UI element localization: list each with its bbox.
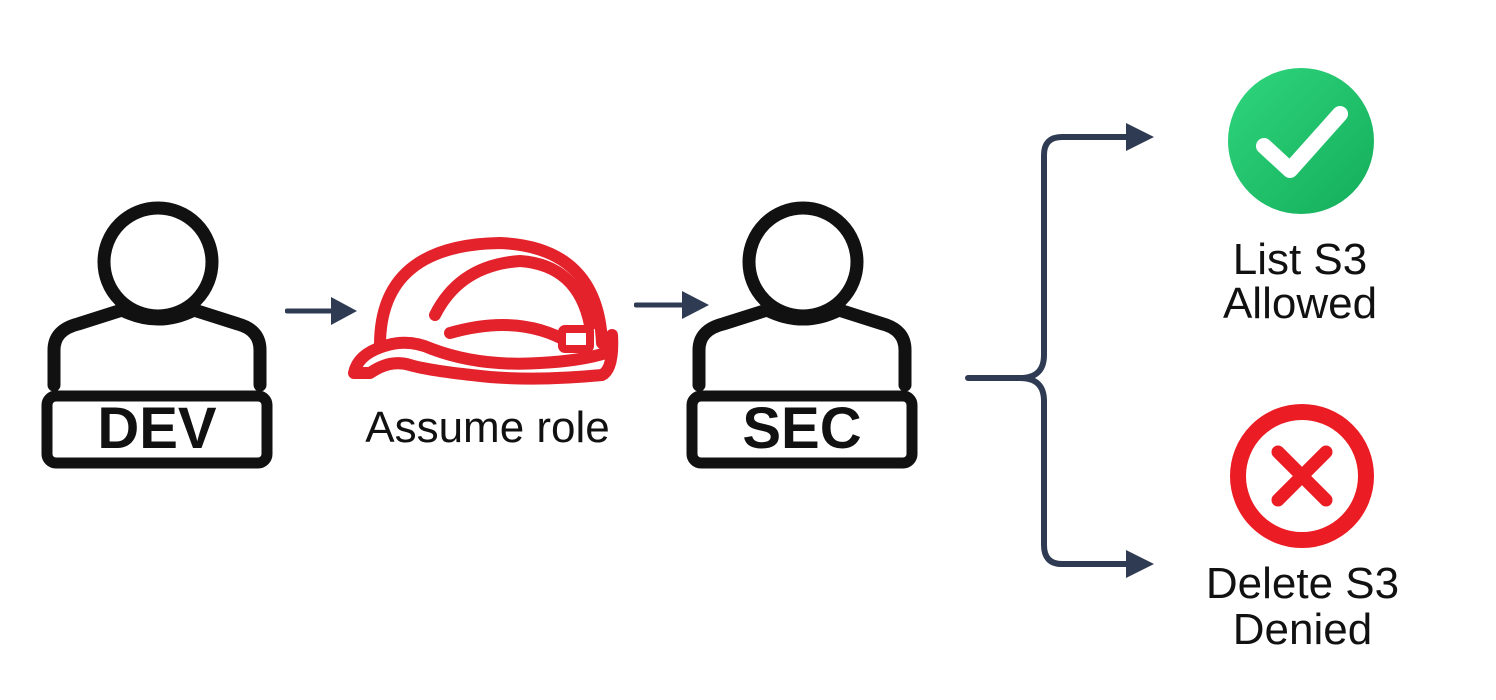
denied-line1: Delete S3 [1205,559,1400,608]
dev-user-icon [41,201,273,469]
check-circle-icon [1228,68,1374,214]
arrow-dev-to-role [285,297,357,325]
x-circle-icon [1230,404,1374,548]
hard-hat-icon [348,237,619,385]
assume-role-caption: Assume role [365,403,610,452]
denied-line2: Denied [1232,605,1373,654]
sec-user-icon [686,201,918,469]
arrow-role-to-sec [634,291,709,319]
sec-label: SEC [742,396,862,461]
allowed-line2: Allowed [1222,279,1378,328]
dev-label: DEV [97,396,217,461]
branch-connector [965,123,1154,578]
allowed-line1: List S3 [1232,235,1368,284]
